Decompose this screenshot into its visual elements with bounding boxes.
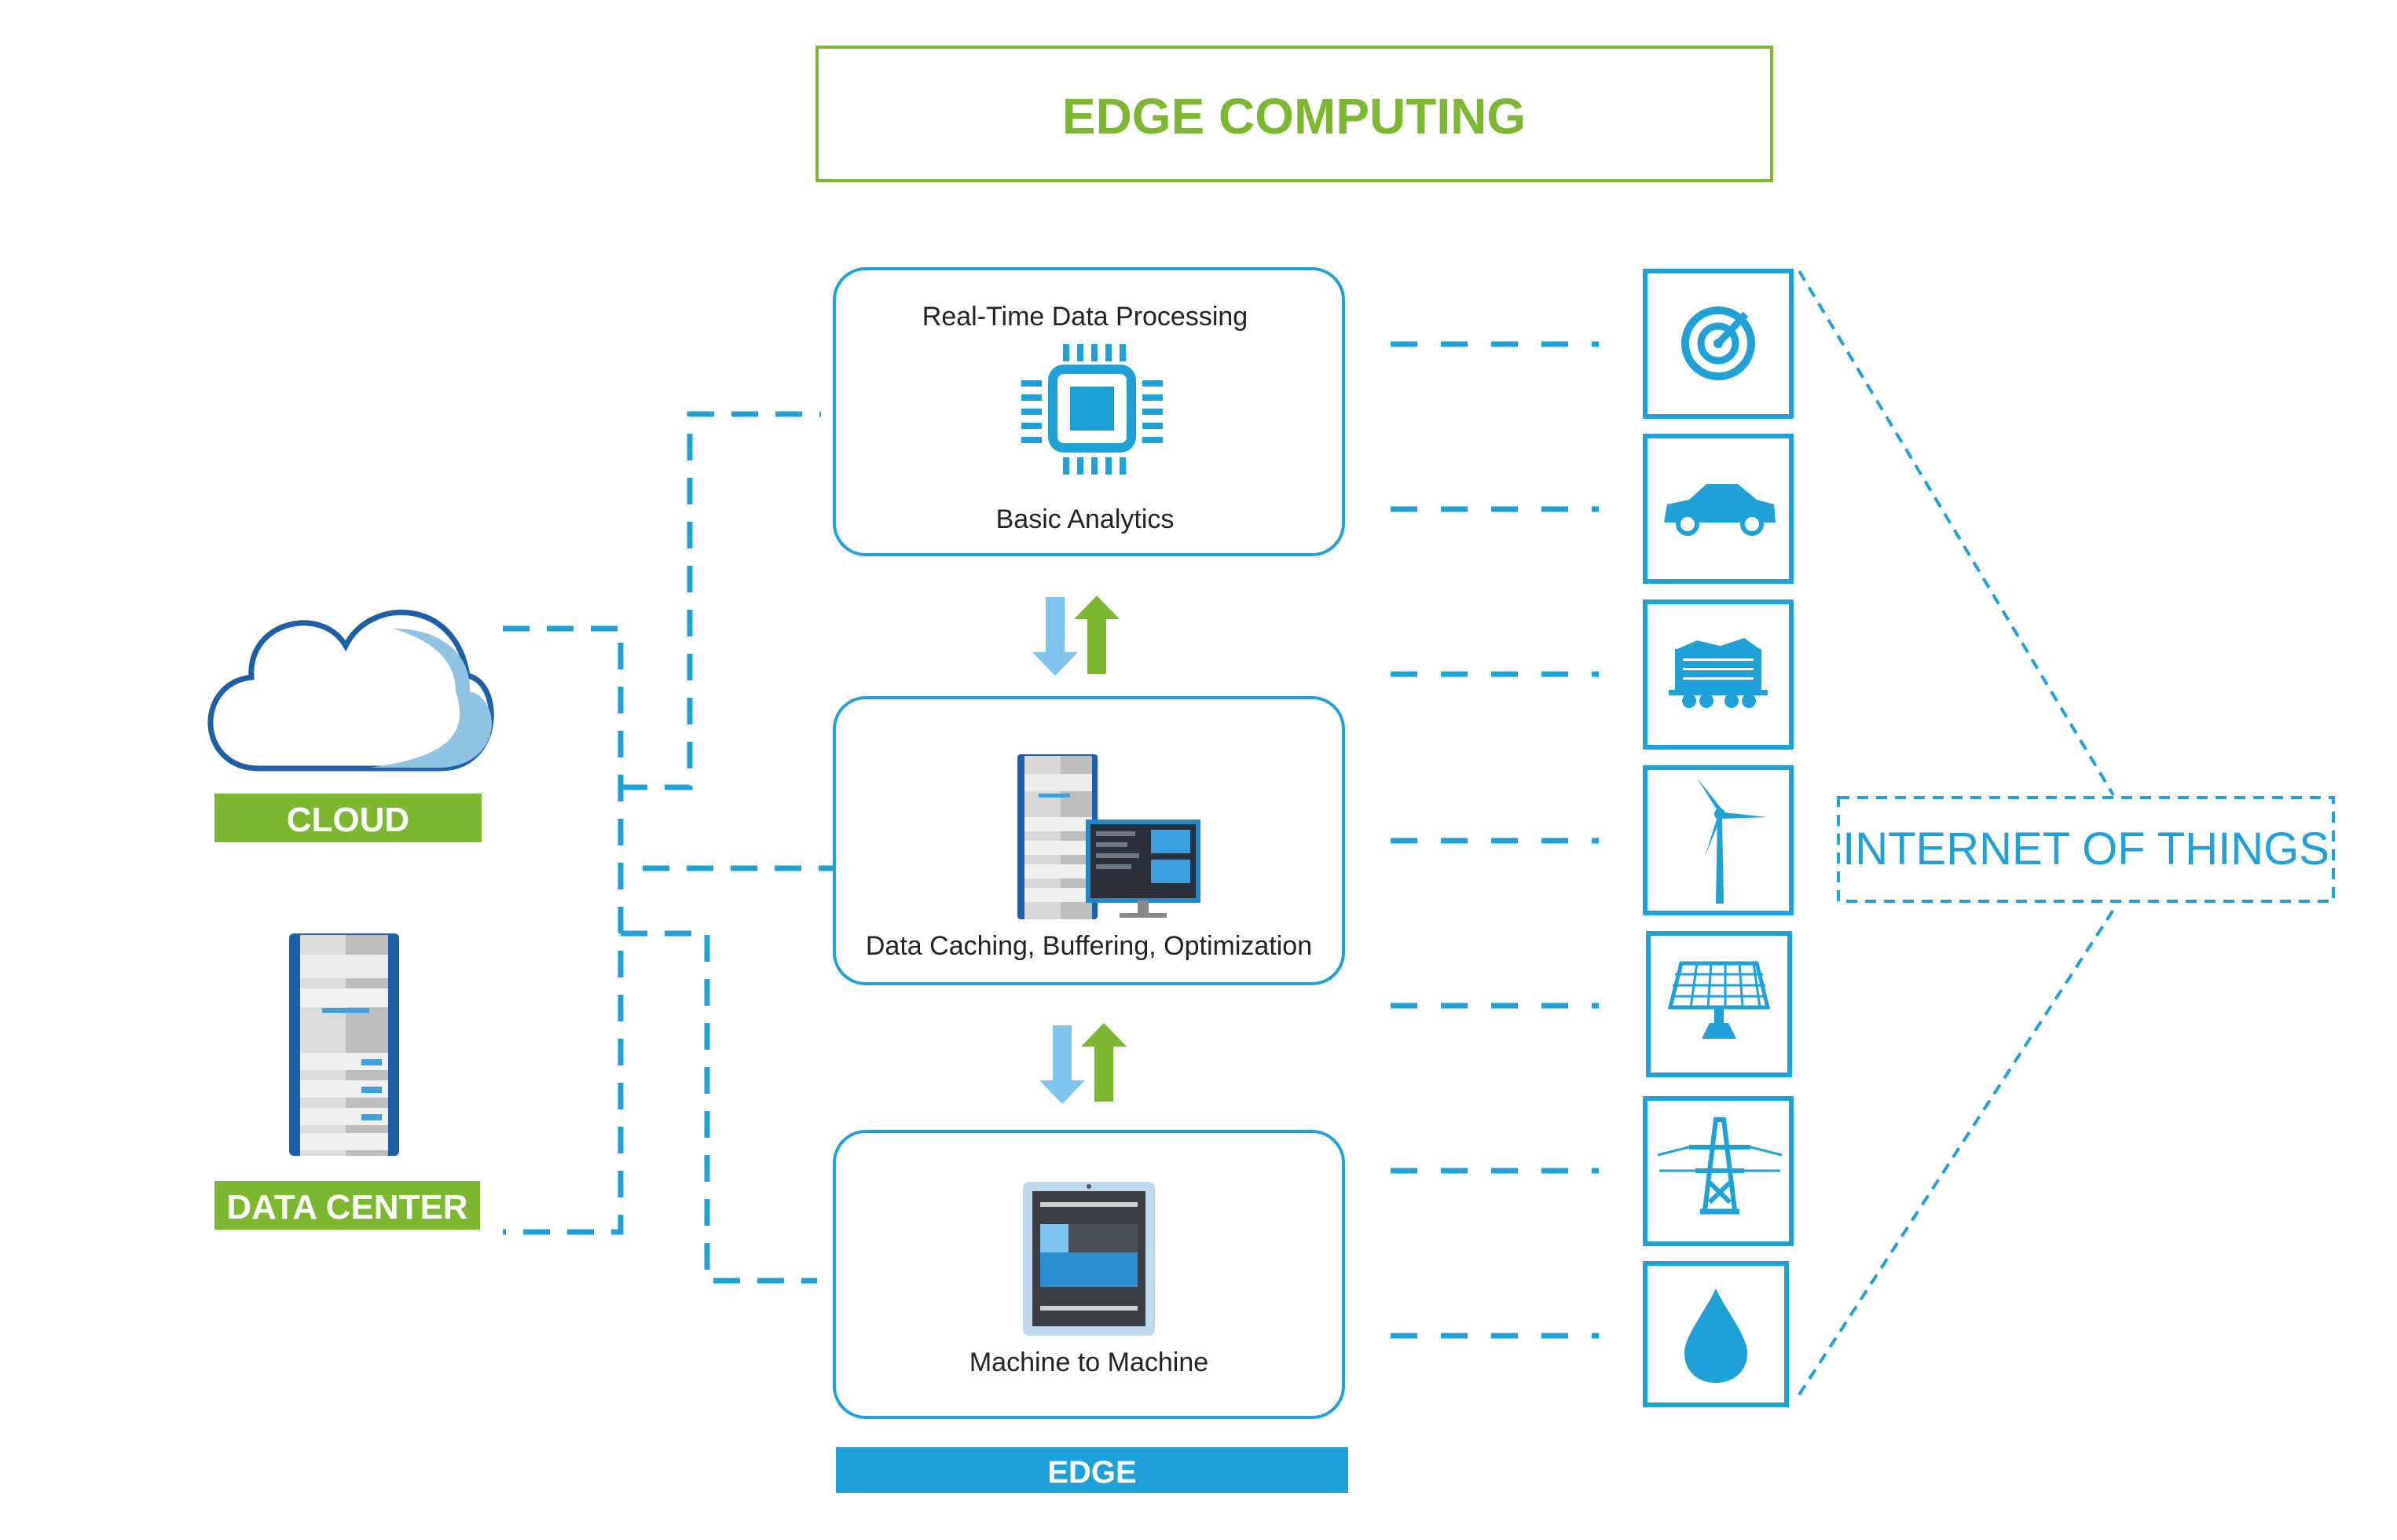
car-icon — [1664, 484, 1776, 536]
iot-bracket — [1798, 270, 2115, 1396]
title-box: EDGE COMPUTING — [815, 46, 1773, 182]
cloud-label-box: CLOUD — [214, 794, 482, 842]
iot-label-box: INTERNET OF THINGS — [1837, 796, 2335, 903]
edge-label: EDGE — [1047, 1455, 1136, 1490]
power-pylon-icon — [1657, 1117, 1783, 1215]
water-drop-icon — [1684, 1289, 1747, 1383]
down-arrow-icon — [1032, 597, 1078, 676]
edge-box-1-bottom-text: Basic Analytics — [996, 504, 1175, 534]
iot-device-water-drop — [1643, 1261, 1789, 1407]
wind-turbine-icon — [1697, 778, 1768, 904]
iot-device-power-pylon — [1643, 1096, 1794, 1246]
tablet-device-icon — [1023, 1182, 1155, 1336]
iot-device-solar-panel — [1646, 931, 1792, 1077]
gauge-icon — [1681, 306, 1755, 380]
edge-box-1-top-text: Real-Time Data Processing — [922, 302, 1248, 332]
page-title: EDGE COMPUTING — [1062, 88, 1526, 145]
edge-box-2-bottom-text: Data Caching, Buffering, Optimization — [866, 931, 1312, 961]
iot-device-railcar — [1643, 600, 1794, 750]
edge-box-caching: Data Caching, Buffering, Optimization — [833, 696, 1345, 985]
iot-devices — [1643, 269, 1794, 1407]
up-arrow-icon — [1081, 1023, 1127, 1102]
iot-label: INTERNET OF THINGS — [1842, 823, 2329, 874]
iot-device-car — [1643, 434, 1794, 584]
sync-arrows-1 — [1032, 596, 1120, 676]
down-arrow-icon — [1039, 1025, 1085, 1104]
edge-label-box: EDGE — [836, 1447, 1348, 1493]
edge-box-m2m: Machine to Machine — [833, 1130, 1345, 1419]
sync-arrows-2 — [1039, 1023, 1127, 1104]
data-center-label-box: DATA CENTER — [214, 1181, 480, 1230]
data-center-rack-icon — [289, 933, 399, 1156]
edge-box-3-bottom-text: Machine to Machine — [969, 1348, 1208, 1377]
solar-panel-icon — [1667, 961, 1771, 1039]
freight-railcar-icon — [1669, 638, 1768, 708]
data-center-label: DATA CENTER — [226, 1188, 467, 1226]
iot-device-wind-turbine — [1643, 765, 1794, 915]
left-connectors — [503, 411, 837, 1284]
up-arrow-icon — [1074, 596, 1120, 674]
iot-device-gauge — [1643, 269, 1794, 419]
edge-box-realtime: Real-Time Data Processing Basic Analytic… — [833, 267, 1345, 556]
cloud-label: CLOUD — [287, 801, 409, 839]
cpu-chip-icon — [1021, 344, 1163, 475]
right-connectors — [1391, 341, 1599, 1339]
cloud-icon — [207, 610, 494, 772]
server-monitor-icon — [1017, 754, 1200, 919]
